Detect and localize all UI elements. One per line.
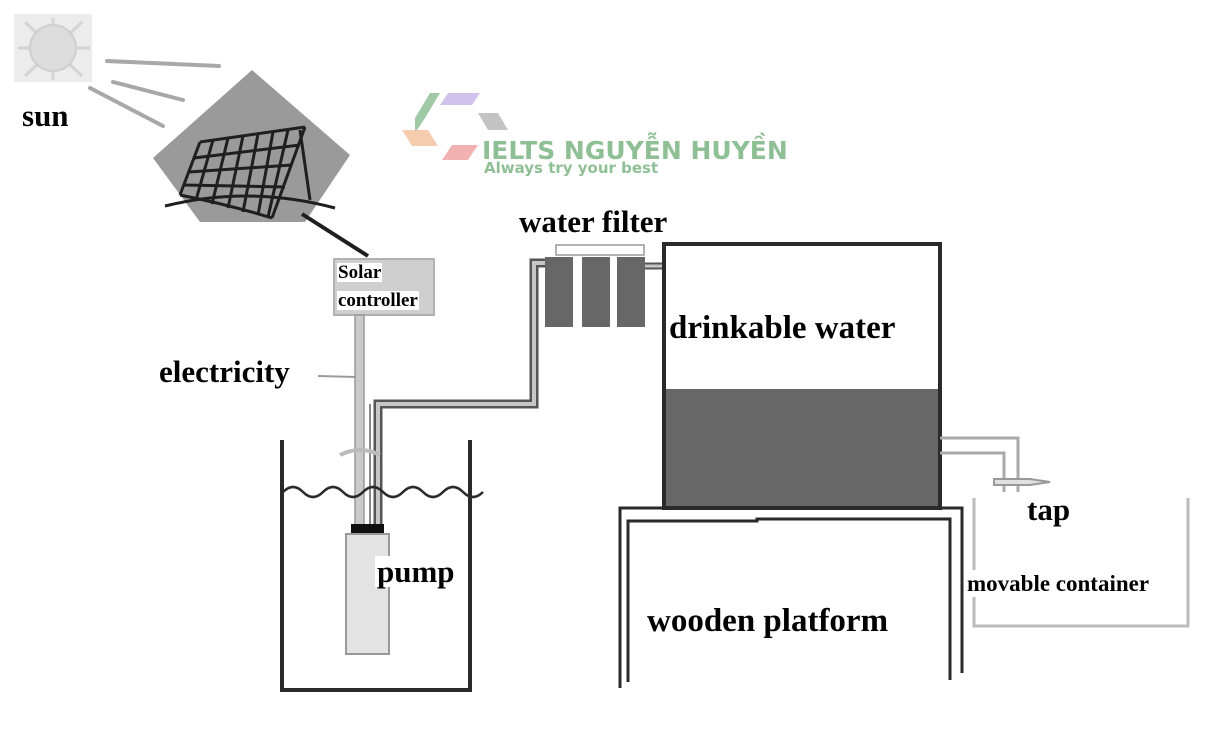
power-cable	[300, 212, 370, 258]
water-tank	[662, 242, 942, 510]
wooden-platform	[618, 506, 964, 688]
water-pipe	[369, 258, 548, 525]
sun-icon	[14, 14, 92, 82]
tap-pipe	[940, 436, 1051, 492]
label-solar-controller-line1: Solar	[337, 262, 383, 283]
watermark-tagline: Always try your best	[484, 159, 659, 177]
solar-panel-icon	[153, 70, 350, 222]
electricity-pointer	[317, 375, 357, 378]
label-electricity: electricity	[159, 354, 290, 389]
movable-container	[972, 498, 1190, 628]
label-sun: sun	[22, 98, 69, 133]
pump-icon	[345, 524, 390, 655]
label-wooden-platform: wooden platform	[647, 603, 889, 639]
label-drinkable-water: drinkable water	[669, 310, 896, 346]
label-solar-controller-line2: controller	[337, 290, 419, 311]
label-tap: tap	[1027, 492, 1071, 527]
electricity-cable	[354, 314, 365, 536]
water-filter-icon	[545, 244, 664, 327]
sun-rays	[88, 59, 221, 128]
watermark-logo-icon	[402, 93, 508, 160]
tank-water-level	[666, 389, 938, 506]
label-pump: pump	[375, 554, 457, 589]
label-movable-container: movable container	[966, 570, 1151, 597]
tap-icon	[993, 478, 1051, 486]
label-water-filter: water filter	[519, 204, 668, 239]
watermark-brand: IELTS NGUYỄN HUYỀN	[482, 136, 788, 165]
well-container	[280, 440, 484, 692]
